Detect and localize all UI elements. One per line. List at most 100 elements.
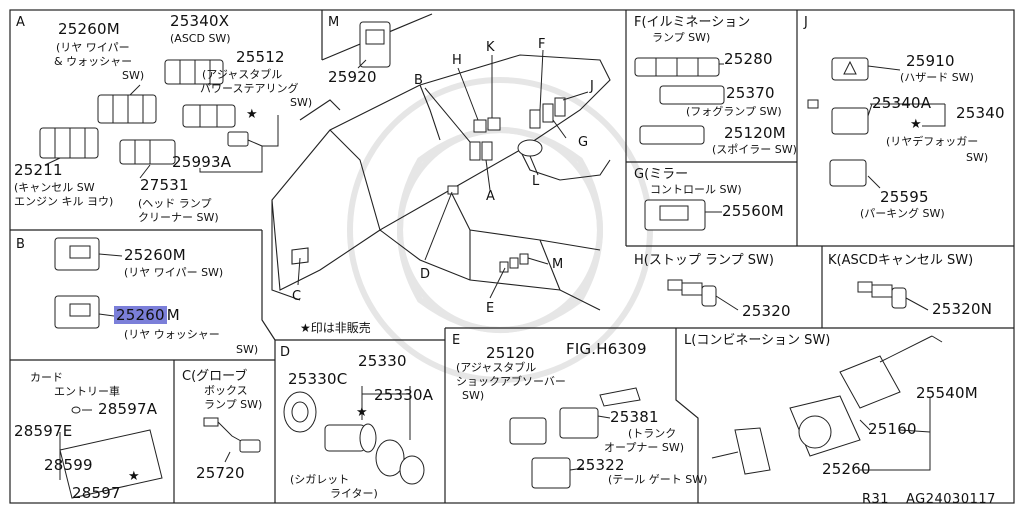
section-b-parts [54,237,123,329]
dashboard-switches [447,97,566,273]
part-desc-cancel-sw-2: エンジン キル ヨウ) [14,195,114,208]
frame-lines [9,9,1015,504]
part-number-25381[interactable]: 25381 [610,408,659,426]
part-number-25340a[interactable]: 25340A [872,94,932,112]
section-label-g: G(ミラー [634,167,689,182]
part-desc-shock-absorber-3: SW) [462,389,485,402]
part-number-25330a[interactable]: 25330A [374,386,434,404]
part-desc-cigarette-2: ライター) [330,487,378,500]
part-number-25160[interactable]: 25160 [868,420,917,438]
part-number-28597a[interactable]: 28597A [98,400,158,418]
part-desc-adjustable-3: SW) [290,96,313,109]
section-g-part [644,199,722,231]
star-marker-card: ★ [128,469,140,484]
part-desc-rear-wiper: (リヤ ワイパー SW) [124,266,224,279]
part-desc-adjustable-1: (アジャスタブル [202,68,283,81]
part-desc-trunk-opener-2: オープナー SW) [604,441,684,454]
part-desc-rear-wiper-washer-2: & ウォッシャー [54,55,133,68]
callout-j: J [590,79,594,94]
callout-h: H [452,53,462,68]
callout-k: K [486,40,495,55]
part-desc-rear-wiper-washer-3: SW) [122,69,145,82]
part-number-25595[interactable]: 25595 [880,188,929,206]
section-a-callouts [44,84,279,179]
part-number-25330[interactable]: 25330 [358,352,407,370]
part-desc-rear-defogger-1: (リヤデフォッガー [886,135,979,148]
part-number-25340[interactable]: 25340 [956,104,1005,122]
figure-id: AG24030117 [906,492,996,507]
part-desc-cigarette-1: (シガレット [290,473,350,486]
section-h-k-parts [667,279,929,311]
part-desc-spoiler: (スポイラー SW) [712,143,797,156]
part-number-25322[interactable]: 25322 [576,456,625,474]
part-number-28597e[interactable]: 28597E [14,422,73,440]
part-number-25330c[interactable]: 25330C [288,370,348,388]
fig-reference[interactable]: FIG.H6309 [566,340,647,358]
section-c-title-2: ボックス [204,384,248,397]
part-number-25260m-b[interactable]: 25260M [124,246,186,264]
part-desc-ascd-sw: (ASCD SW) [170,32,231,45]
section-j-parts [807,57,946,189]
card-entry-part [59,406,163,499]
part-number-25211[interactable]: 25211 [14,161,63,179]
part-desc-hazard: (ハザード SW) [900,71,974,84]
part-number-28597[interactable]: 28597 [72,484,121,502]
part-desc-adjustable-2: パワーステアリング [200,82,299,95]
part-desc-rear-washer-2: SW) [236,343,259,356]
section-f-title-2: ランプ SW) [652,31,711,44]
part-desc-headlamp-cleaner-2: クリーナー SW) [138,211,219,224]
part-number-27531[interactable]: 27531 [140,176,189,194]
part-number-25540m[interactable]: 25540M [916,384,978,402]
part-number-25320n[interactable]: 25320N [932,300,993,318]
highlighted-part-suffix: M [166,306,180,324]
part-number-25560m[interactable]: 25560M [722,202,784,220]
highlighted-part-number[interactable]: 25260 [114,306,167,324]
part-number-28599[interactable]: 28599 [44,456,93,474]
part-number-25120m[interactable]: 25120M [724,124,786,142]
dashboard-callouts [297,49,589,299]
part-desc-rear-wiper-washer-1: (リヤ ワイパー [56,41,130,54]
section-l-parts [711,335,943,475]
section-label-e: E [452,333,461,348]
section-label-m: M [328,15,340,30]
part-number-25120[interactable]: 25120 [486,344,535,362]
part-desc-trunk-opener-1: (トランク [628,427,677,440]
figure-code: R31 [862,492,890,507]
part-number-25260m-a[interactable]: 25260M [58,20,120,38]
callout-l: L [532,174,540,189]
section-d-parts [283,386,425,485]
part-number-25320[interactable]: 25320 [742,302,791,320]
star-marker-a: ★ [246,107,258,122]
part-number-25910[interactable]: 25910 [906,52,955,70]
section-f-parts [634,57,725,145]
legend-not-sold: ★印は非販売 [300,321,371,335]
callout-b: B [414,73,423,88]
part-desc-fog-lamp: (フォグランプ SW) [686,105,782,118]
part-number-25512[interactable]: 25512 [236,48,285,66]
callout-a: A [486,189,495,204]
part-number-25370[interactable]: 25370 [726,84,775,102]
star-marker-j: ★ [910,117,922,132]
part-number-25993a[interactable]: 25993A [172,153,232,171]
part-desc-rear-defogger-2: SW) [966,151,989,164]
section-g-title-2: コントロール SW) [650,183,742,196]
part-desc-cancel-sw-1: (キャンセル SW [14,181,95,194]
part-desc-shock-absorber-1: (アジャスタブル [456,361,537,374]
section-m-part [357,21,391,69]
section-c-title-3: ランプ SW) [204,398,263,411]
section-label-c: C(グローブ [182,369,248,384]
part-desc-tailgate: (テール ゲート SW) [608,473,708,486]
part-number-25720[interactable]: 25720 [196,464,245,482]
part-number-25340x[interactable]: 25340X [170,12,230,30]
part-number-25260[interactable]: 25260 [822,460,871,478]
part-desc-parking: (パーキング SW) [860,207,945,220]
card-entry-title-1: カード [30,371,63,384]
dashboard-drawing [271,54,611,311]
section-label-h: H(ストップ ランプ SW) [634,253,774,268]
section-label-b: B [16,237,25,252]
part-number-25920[interactable]: 25920 [328,68,377,86]
part-number-25280[interactable]: 25280 [724,50,773,68]
